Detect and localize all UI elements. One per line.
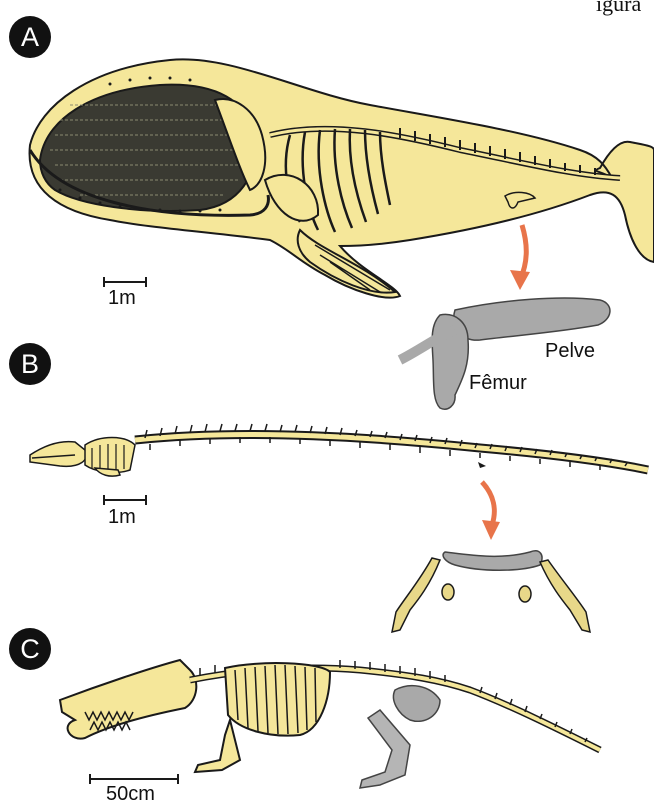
basilosaurus-hind-limb-detail — [392, 551, 590, 632]
scale-label-b: 1m — [108, 506, 136, 529]
basilosaurus-illustration — [30, 424, 648, 476]
femur-label: Fêmur — [469, 372, 527, 395]
basilosaurus-skull — [30, 442, 86, 467]
scale-label-a: 1m — [108, 287, 136, 310]
arrow-b — [482, 482, 494, 525]
basilosaurus-flipper — [95, 468, 120, 476]
ambulocetus-illustration — [60, 660, 600, 788]
detail-right-leg — [540, 560, 590, 632]
basilosaurus-hind-limb — [478, 462, 486, 468]
arrow-a-head — [510, 270, 530, 290]
panel-badge-b: B — [9, 343, 51, 385]
ambulocetus-pelvis — [393, 686, 440, 722]
scale-label-c: 50cm — [106, 783, 155, 806]
detail-pelvis-gray — [443, 551, 542, 570]
panel-badge-c: C — [9, 628, 51, 670]
arrow-b-head — [482, 520, 500, 540]
ambulocetus-front-leg — [195, 720, 240, 772]
scale-bar-b — [104, 495, 146, 505]
whale-illustration — [30, 59, 654, 297]
pelvis-label: Pelve — [545, 340, 595, 363]
ambulocetus-hind-leg — [360, 710, 410, 788]
pelvis-bone — [454, 298, 610, 340]
scale-bar-a — [104, 277, 146, 287]
panel-badge-a: A — [9, 16, 51, 58]
detail-left-leg — [392, 558, 440, 632]
